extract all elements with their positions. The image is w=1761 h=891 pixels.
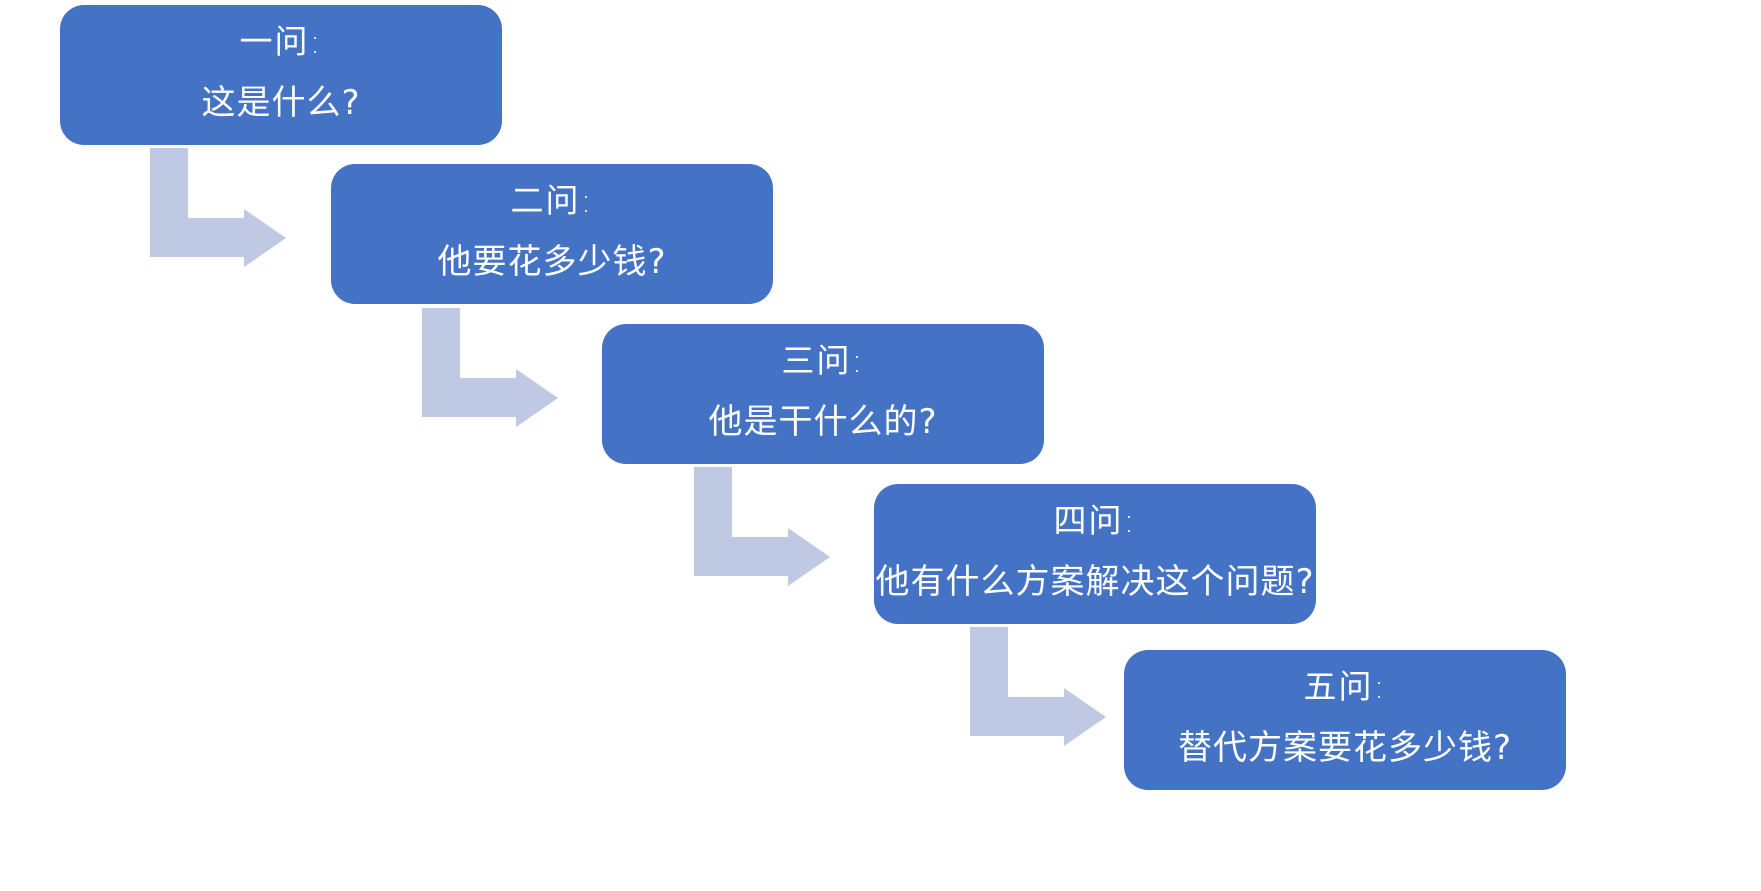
bent-right-arrow-icon [422, 308, 558, 427]
step-title: 五问: [1303, 667, 1387, 706]
bent-right-arrow-icon [970, 627, 1106, 746]
step-box-3: 三问: 他是干什么的? [602, 324, 1044, 464]
step-title: 一问: [239, 22, 323, 61]
step-question: 替代方案要花多少钱? [1177, 728, 1513, 768]
bent-right-arrow-icon [694, 467, 830, 586]
step-box-5: 五问: 替代方案要花多少钱? [1124, 650, 1566, 790]
step-box-4: 四问: 他有什么方案解决这个问题? [874, 484, 1316, 624]
step-question: 这是什么? [201, 83, 361, 123]
step-title: 四问: [1053, 501, 1137, 540]
step-question: 他是干什么的? [708, 402, 938, 442]
step-title: 三问: [781, 341, 865, 380]
bent-right-arrow-icon [150, 148, 286, 267]
step-title: 二问: [510, 181, 594, 220]
step-question: 他要花多少钱? [437, 242, 667, 282]
step-question: 他有什么方案解决这个问题? [875, 562, 1315, 602]
step-box-2: 二问: 他要花多少钱? [331, 164, 773, 304]
step-box-1: 一问: 这是什么? [60, 5, 502, 145]
